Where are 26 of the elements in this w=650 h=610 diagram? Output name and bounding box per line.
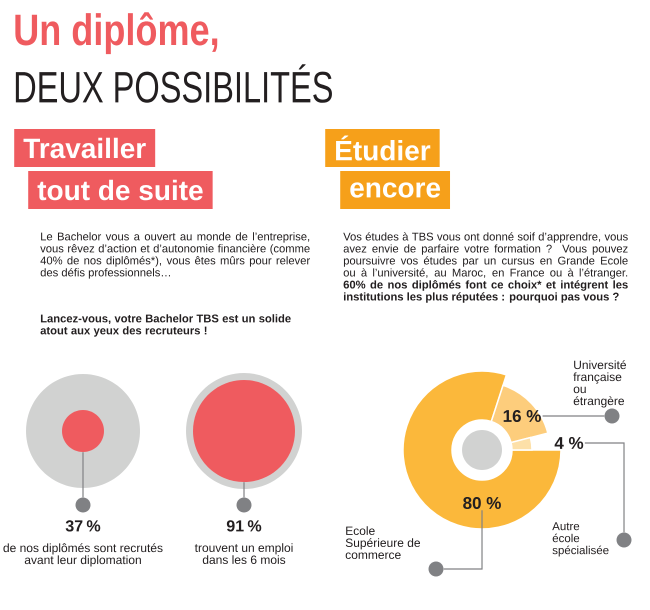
heading-band: encore [340, 171, 450, 209]
node-label: trouvent un emploi dans les 6 mois [194, 543, 293, 564]
node-label: Autre école spécialisée [552, 522, 609, 556]
paragraph: Lancez-vous, votre Bachelor TBS est un solide atout aux yeux des recruteurs ! [40, 314, 291, 337]
leader-line [542, 415, 604, 417]
leader-line [444, 510, 483, 570]
subtitle: DEUX POSSIBILITÉS [16, 64, 332, 103]
node-label: 91 % [226, 520, 262, 532]
leader-line [82, 452, 84, 498]
circle [62, 410, 104, 452]
node-label: de nos diplômés sont recrutés avant leur diplomation [3, 543, 163, 567]
heading-band: Étudier [325, 129, 440, 167]
title: Un diplôme, [15, 12, 218, 54]
paragraph: Le Bachelor vous a ouvert au monde de l’entreprise, vous rêvez d’action et d’autonomie financière (comme 40% de nos diplômés*), vous êtes mûrs pour relever des défis professionnels… [40, 232, 310, 279]
leader-line [584, 442, 625, 532]
circle [193, 380, 295, 482]
percentage-label: 4 % [554, 437, 584, 449]
node-label: Ecole Supérieure de commerce [346, 526, 420, 559]
node-label: 37 % [66, 520, 100, 532]
percentage-label: 16 % [504, 410, 541, 422]
node-label: Université française ou étrangère [573, 360, 626, 408]
heading-band: Travailler [14, 129, 156, 167]
paragraph: Vos études à TBS vous ont donné soif d’apprendre, vous avez envie de parfaire votre formation ? Vous pouvez poursuivre vos études par un cursus en Grande Ecole ou à l’université, au Maroc, en France ou à l’étranger. 60% de nos diplômés font ce choix* et intégrent les institutions les plus réputées : pourquoi pas vous ? [343, 232, 628, 303]
percentage-label: 80 % [463, 496, 501, 510]
heading-band: tout de suite [28, 171, 213, 209]
leader-line [243, 482, 245, 498]
